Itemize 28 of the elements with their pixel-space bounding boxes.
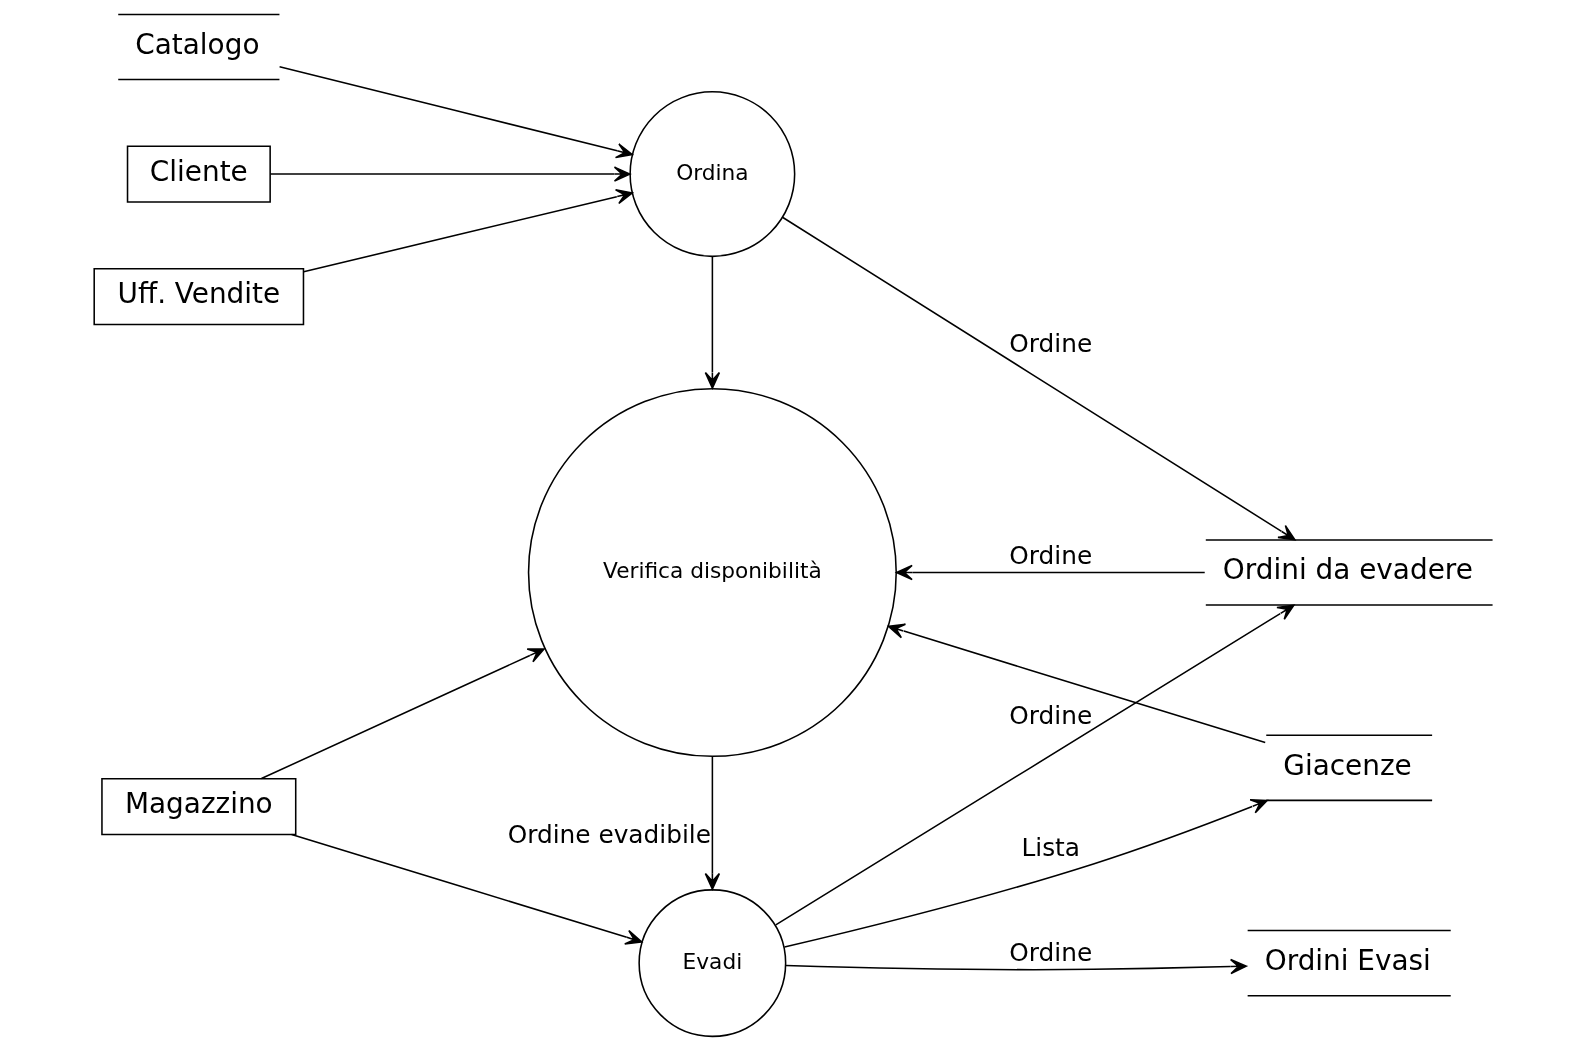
arrow xyxy=(887,623,1266,744)
arrow xyxy=(704,756,720,890)
arrow xyxy=(783,798,1268,948)
node-box: Uff. Vendite xyxy=(92,267,304,326)
node-text: Catalogo xyxy=(134,27,259,61)
edge-label: Ordine xyxy=(1008,541,1092,571)
arrow xyxy=(269,166,631,182)
arrow xyxy=(774,604,1295,926)
arrow xyxy=(704,255,720,389)
node-circle: Ordina xyxy=(628,91,795,258)
node-text: Ordini da evadere xyxy=(1222,553,1473,587)
arrow xyxy=(895,564,1205,581)
node-box: Magazzino xyxy=(100,777,296,836)
arrow xyxy=(260,648,545,780)
edge-label: Ordine xyxy=(1008,938,1092,968)
node-circle: Evadi xyxy=(637,889,786,1038)
edge-label: Ordine xyxy=(1008,701,1092,731)
edge-label: Ordine xyxy=(1008,329,1092,359)
edge-label: Lista xyxy=(1021,832,1080,862)
edge-label: Ordine evadibile xyxy=(507,820,711,850)
arrow xyxy=(290,833,642,945)
arrow xyxy=(781,216,1296,541)
arrow xyxy=(302,189,633,273)
arrow xyxy=(278,65,633,159)
arrow xyxy=(784,958,1247,975)
node-box: Cliente xyxy=(126,145,271,203)
node-text: Giacenze xyxy=(1282,748,1412,782)
node-text: Ordini Evasi xyxy=(1264,943,1431,977)
